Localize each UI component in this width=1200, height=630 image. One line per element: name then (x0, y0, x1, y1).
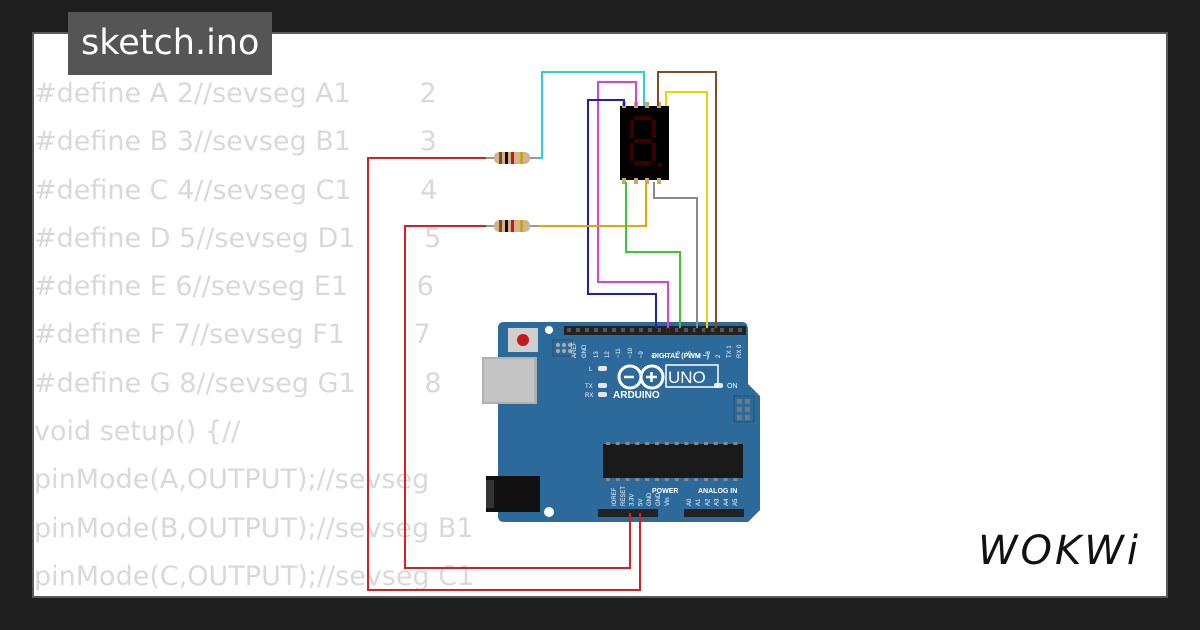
wire-orange[interactable] (538, 182, 647, 227)
digital-pin-label: 12 (605, 351, 611, 358)
digital-pin-label: 2 (716, 354, 722, 358)
code-line: pinMode(B,OUTPUT);//sevseg B1 (34, 512, 474, 544)
digital-pin-label: AREF (572, 342, 578, 358)
led-label-l: L (589, 367, 593, 373)
wire-magenta[interactable] (597, 81, 669, 330)
wire-cyan[interactable] (538, 71, 645, 159)
code-line: #define G 8//sevseg G1 8 (34, 367, 442, 399)
power-pin-label: IOREF (612, 487, 618, 506)
digital-pin-label: 4 (697, 354, 703, 358)
power-header (598, 509, 658, 517)
on-label: ON (727, 383, 738, 390)
wire-blue[interactable] (587, 99, 657, 330)
digital-pin-label: GND (582, 344, 588, 358)
analog-pin-label: A2 (705, 498, 711, 506)
power-label: POWER (652, 488, 678, 495)
power-pin-label: GND (656, 492, 662, 506)
sketch-title[interactable]: sketch.ino (68, 12, 273, 75)
resistor-1[interactable] (486, 152, 538, 164)
arduino-logo-icon (617, 364, 665, 390)
reset-button-cap[interactable] (517, 334, 529, 346)
digital-pin-label: ~6 (676, 350, 682, 358)
power-pin-label: GND (647, 492, 653, 506)
wire-red-2[interactable] (404, 225, 631, 569)
digital-pin-label: RX 0 (737, 344, 743, 358)
digital-pin-label: 8 (652, 354, 658, 358)
seven-segment-display[interactable] (620, 102, 669, 184)
digital-pin-label: 7 (664, 354, 670, 358)
wire-yellow[interactable] (665, 91, 708, 330)
board-brand-text: ARDUINO (613, 390, 660, 401)
analog-pin-label: A3 (715, 498, 721, 506)
code-line: #define A 2//sevseg A1 2 (34, 78, 437, 109)
power-pin-label: 3.3V (630, 494, 636, 506)
icsp-header-small (552, 339, 574, 357)
digital-pin-label: ~10 (628, 347, 634, 358)
wokwi-logo[interactable]: WOKWi (978, 528, 1141, 574)
resistor-2[interactable] (486, 220, 538, 232)
analog-label: ANALOG IN (698, 488, 737, 495)
digital-pin-label: ~3 (706, 350, 712, 358)
power-jack (486, 476, 540, 512)
wire-green[interactable] (625, 182, 681, 330)
led-label-rx: RX (585, 393, 593, 399)
wire-brown[interactable] (657, 71, 717, 330)
code-line: #define E 6//sevseg E1 6 (34, 271, 434, 303)
code-line: #define F 7//sevseg F1 7 (34, 319, 431, 351)
wire-gray[interactable] (653, 182, 698, 330)
mount-hole (544, 507, 554, 517)
board-model-text: UNO (668, 368, 706, 387)
code-line: #define D 5//sevseg D1 5 (34, 222, 442, 254)
analog-pin-label: A4 (724, 498, 730, 506)
power-pin-label: RESET (621, 486, 627, 506)
uno-badge (665, 364, 719, 388)
analog-pin-label: A0 (687, 498, 693, 506)
digital-pin-label: ~11 (616, 348, 622, 358)
digital-pin-label: TX 1 (727, 345, 733, 358)
digital-pin-label: ~5 (687, 350, 693, 358)
digital-label: DIGITAL (PWM ~) (652, 353, 709, 360)
led-label-tx: TX (585, 384, 593, 390)
code-preview: #define A 2//sevseg A1 2 #define B 3//sev… (34, 70, 474, 601)
microcontroller-chip (603, 444, 743, 478)
code-line: #define B 3//sevseg B1 3 (34, 126, 437, 158)
code-line: void setup() {// (34, 416, 241, 448)
digital-pin-label: ~9 (639, 350, 645, 358)
arduino-uno-board[interactable] (482, 322, 760, 522)
analog-pin-label: A5 (733, 498, 739, 506)
code-line: #define C 4//sevseg C1 4 (34, 174, 438, 206)
digital-pin-label: 13 (594, 351, 600, 358)
analog-header (684, 509, 744, 517)
icsp-header (733, 395, 755, 423)
power-pin-label: Vin (665, 497, 671, 506)
code-line: pinMode(C,OUTPUT);//sevseg C1 (34, 560, 475, 592)
analog-pin-label: A1 (696, 498, 702, 506)
code-line: pinMode(A,OUTPUT);//sevseg (34, 464, 430, 496)
power-pin-label: 5V (638, 499, 644, 506)
wire-red-1[interactable] (367, 157, 641, 591)
